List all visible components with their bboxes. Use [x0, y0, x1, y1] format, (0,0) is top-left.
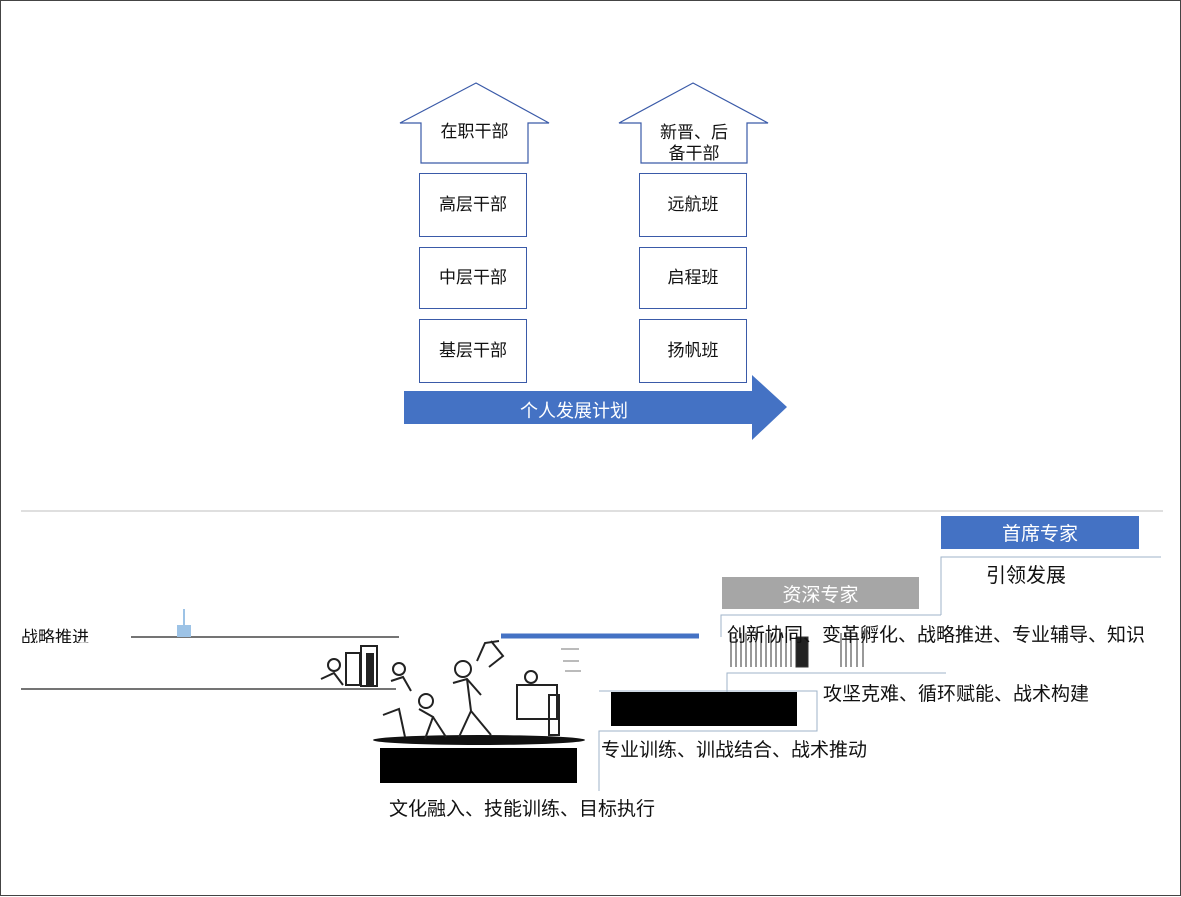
base-level-desc: 文化融入、技能训练、目标执行	[389, 798, 656, 820]
pin-figure-stem	[183, 609, 185, 625]
bar-ticks-illustration	[730, 633, 864, 668]
level-box-middle: 中层干部	[419, 247, 527, 309]
arrow-label: 个人发展计划	[520, 401, 628, 422]
mid-level-desc: 专业训练、训战结合、战术推动	[601, 739, 868, 761]
base-level-block	[380, 748, 577, 783]
running-people-illustration	[320, 640, 585, 745]
step-outline-low	[726, 672, 946, 701]
senior-expert-row1: 创新协同、变革孵化、战略推进、专业辅导、知识	[727, 624, 1146, 646]
level-box-senior: 高层干部	[419, 173, 527, 237]
pin-figure	[177, 625, 191, 637]
level-box-base: 基层干部	[419, 319, 527, 383]
step-outline-base	[598, 690, 818, 791]
left-fragment-text: 战略推进	[21, 628, 89, 643]
mid-level-block	[611, 692, 797, 726]
senior-expert-row2: 攻坚克难、循环赋能、战术构建	[823, 683, 1090, 705]
step-outline-top	[940, 556, 1161, 615]
step-outline-mid	[720, 614, 941, 637]
class-box-yuanhang: 远航班	[639, 173, 747, 237]
chief-expert-desc: 引领发展	[986, 563, 1066, 587]
development-plan-arrow	[404, 375, 787, 440]
class-box-qicheng: 启程班	[639, 247, 747, 309]
chief-expert-bar: 首席专家	[941, 516, 1139, 549]
right-header-label-line2: 备干部	[668, 144, 720, 164]
right-up-arrow-icon	[618, 82, 769, 164]
senior-expert-bar: 资深专家	[722, 577, 919, 609]
left-up-arrow-icon	[399, 82, 550, 164]
left-header-label: 在职干部	[440, 122, 509, 142]
class-box-yangfan: 扬帆班	[639, 319, 747, 383]
right-header-label-line1: 新晋、后	[660, 123, 728, 143]
